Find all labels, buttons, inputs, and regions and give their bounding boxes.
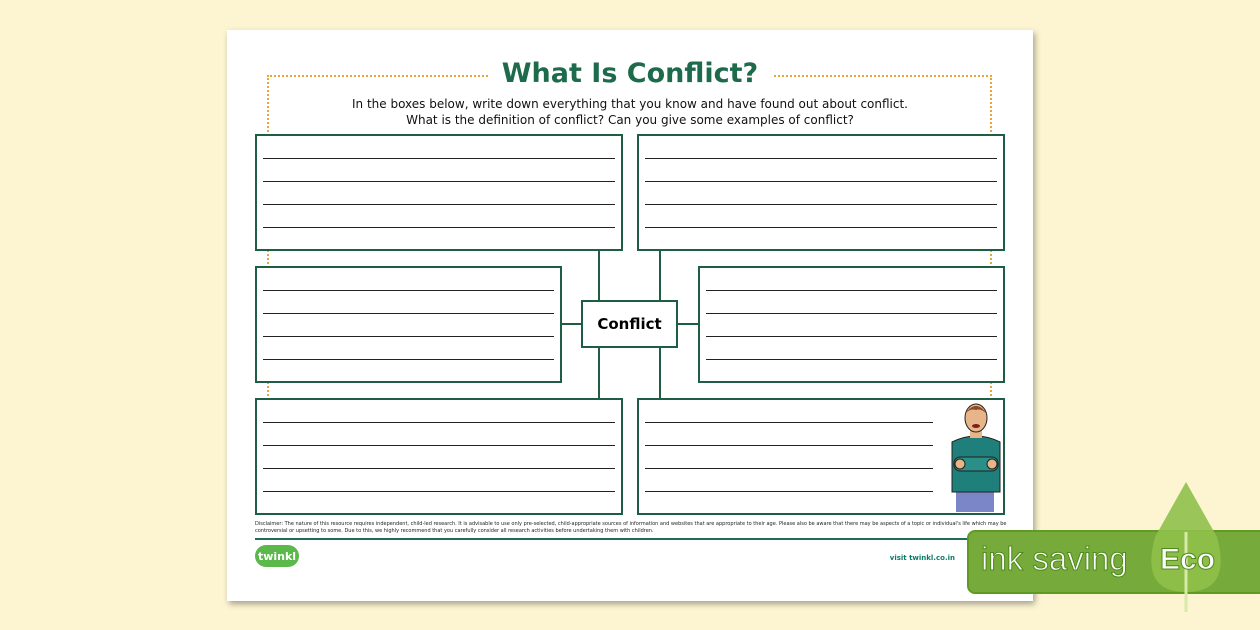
writing-box-bottom-right[interactable] bbox=[637, 398, 1005, 515]
writing-box-middle-right[interactable] bbox=[698, 266, 1005, 383]
instructions: In the boxes below, write down everythin… bbox=[227, 96, 1033, 128]
angry-boy-illustration bbox=[951, 403, 1001, 512]
instruction-line: What is the definition of conflict? Can … bbox=[406, 113, 854, 127]
footer-divider bbox=[255, 538, 1007, 540]
visit-link[interactable]: visit twinkl.co.in bbox=[889, 554, 955, 562]
leaf-icon bbox=[1151, 482, 1221, 612]
center-label-box: Conflict bbox=[581, 300, 678, 348]
disclaimer: Disclaimer: The nature of this resource … bbox=[255, 521, 1007, 534]
writing-box-top-right[interactable] bbox=[637, 134, 1005, 251]
writing-box-bottom-left[interactable] bbox=[255, 398, 623, 515]
writing-box-middle-left[interactable] bbox=[255, 266, 562, 383]
eco-label: Eco bbox=[1159, 543, 1216, 577]
instruction-line: In the boxes below, write down everythin… bbox=[351, 97, 908, 111]
connector bbox=[678, 323, 698, 325]
twinkl-logo: twinkl bbox=[255, 545, 299, 567]
page-title: What Is Conflict? bbox=[227, 58, 1033, 89]
writing-box-top-left[interactable] bbox=[255, 134, 623, 251]
connector bbox=[561, 323, 581, 325]
worksheet-page: What Is Conflict? In the boxes below, wr… bbox=[227, 30, 1033, 601]
ink-saving-text: ink saving bbox=[981, 540, 1129, 578]
